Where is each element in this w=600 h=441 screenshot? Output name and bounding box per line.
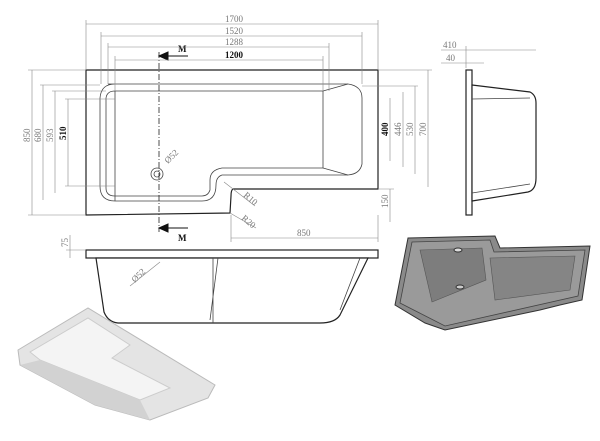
front-view: 75 Ø52 <box>60 235 379 324</box>
dim-593: 593 <box>45 128 55 142</box>
dim-40: 40 <box>446 53 456 63</box>
dim-400: 400 <box>380 122 390 136</box>
section-marker-bottom: M <box>178 233 187 243</box>
dim-680: 680 <box>33 128 43 142</box>
dim-510: 510 <box>58 126 68 140</box>
plan-view: M M 1700 1520 1288 1200 850 850 680 593 … <box>22 14 432 243</box>
side-view: 410 40 <box>441 40 537 216</box>
dim-850-step: 850 <box>297 228 311 238</box>
dim-75: 75 <box>60 238 70 248</box>
dim-446: 446 <box>393 122 403 136</box>
dim-1700: 1700 <box>225 14 244 24</box>
radius-r10: R10 <box>242 190 260 208</box>
dim-850: 850 <box>22 128 32 142</box>
section-marker-top: M <box>178 44 187 54</box>
dim-1520: 1520 <box>225 26 244 36</box>
dim-410: 410 <box>443 40 457 50</box>
dim-1200: 1200 <box>225 50 244 60</box>
render-perspective <box>17 307 216 421</box>
dim-700: 700 <box>418 122 428 136</box>
render-top-view <box>394 235 591 331</box>
dim-150: 150 <box>380 194 390 208</box>
dim-1288: 1288 <box>225 37 244 47</box>
dim-530: 530 <box>405 122 415 136</box>
